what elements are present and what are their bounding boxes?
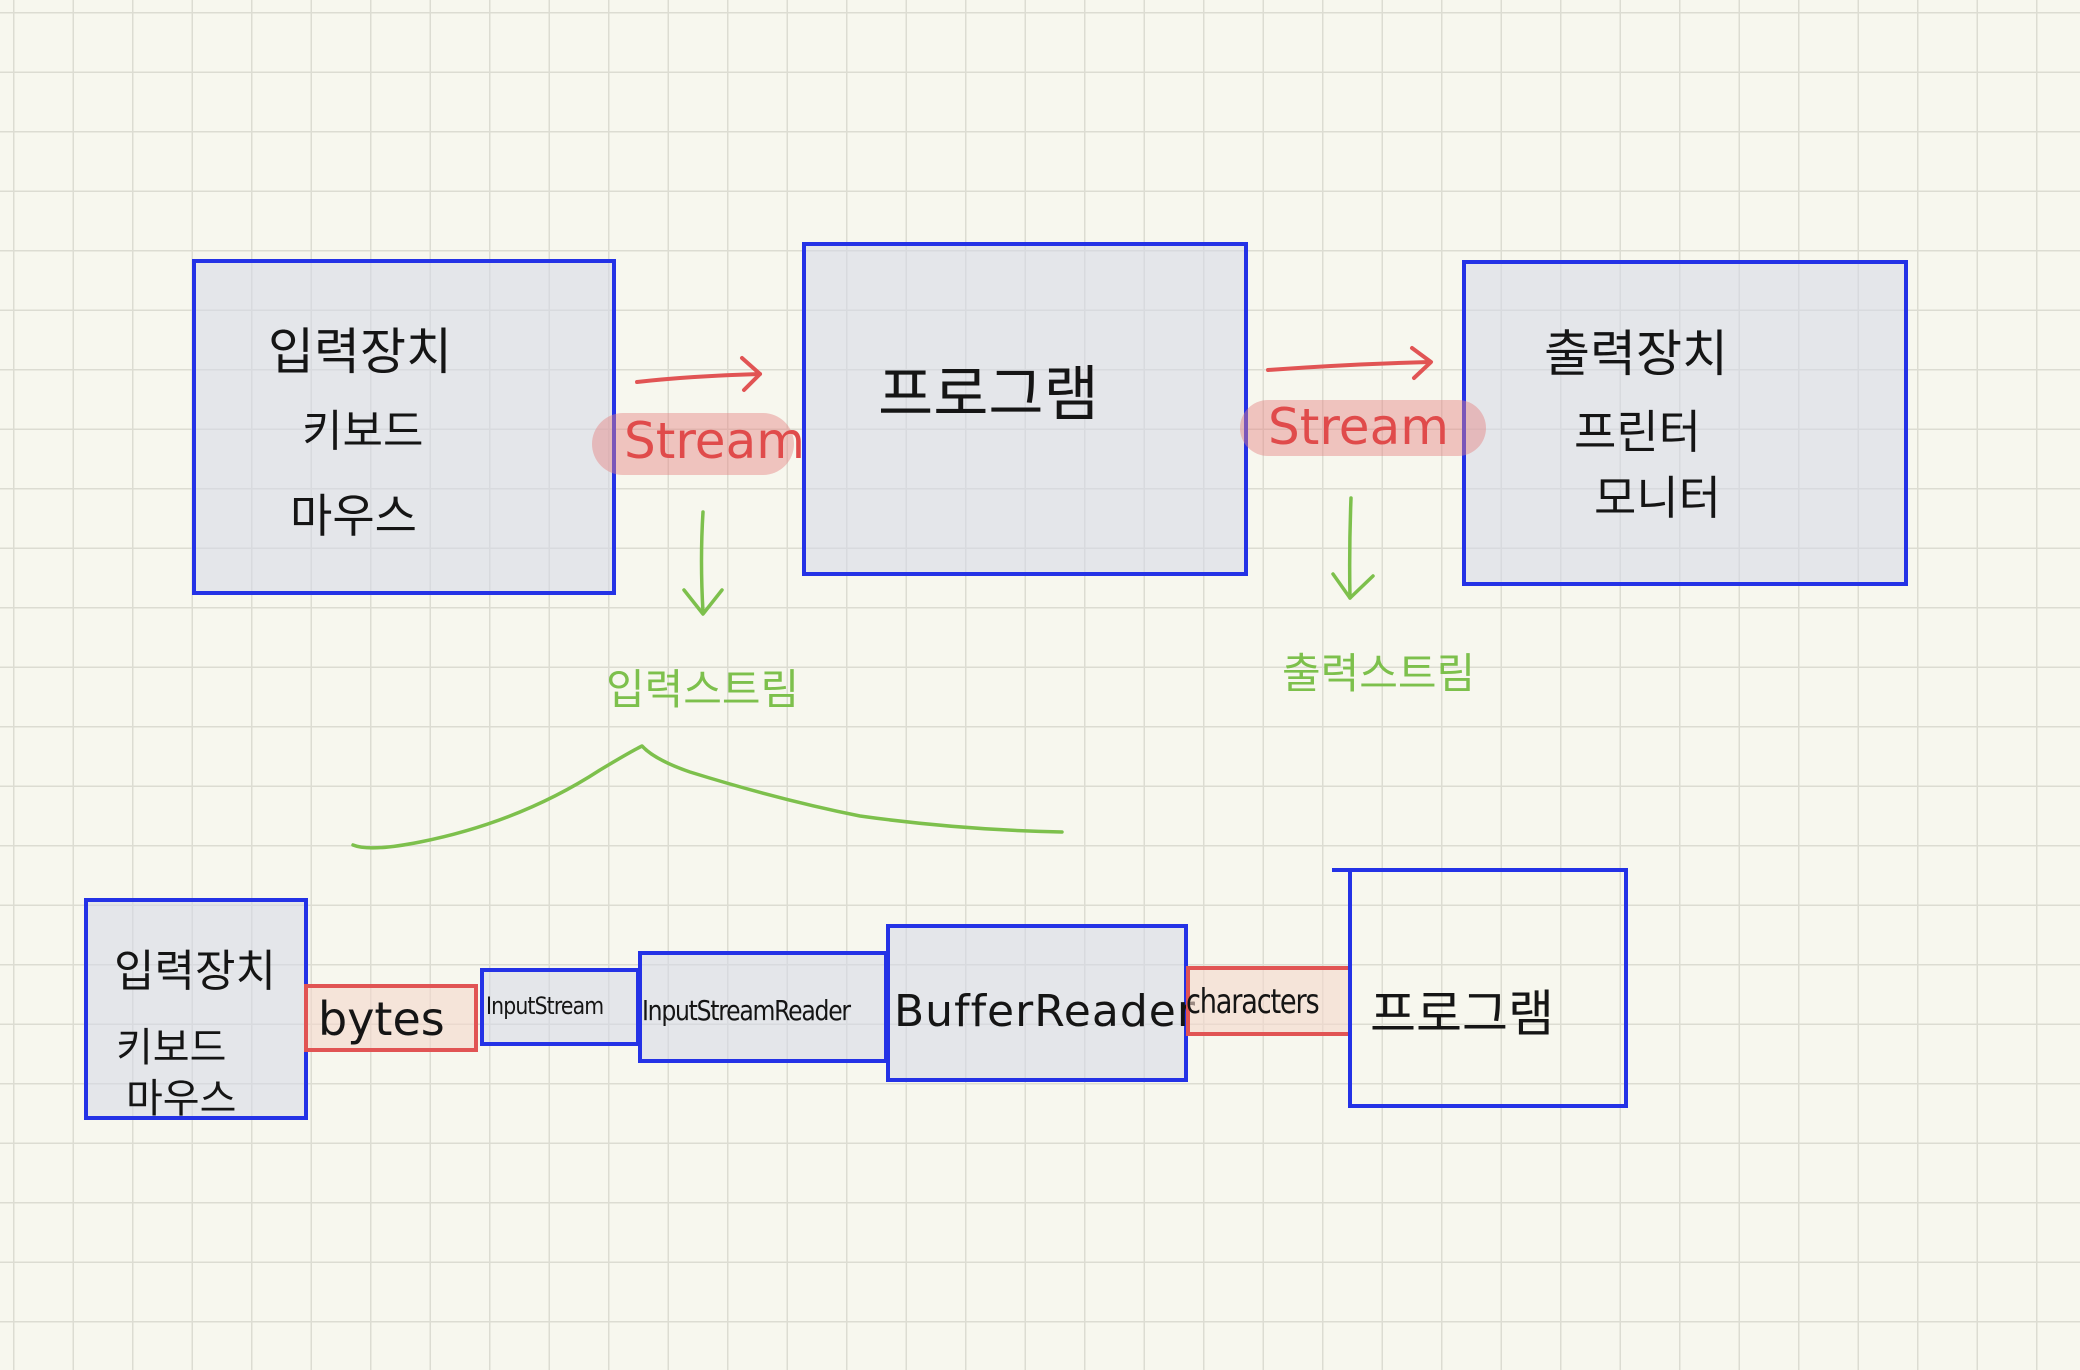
red-arrow-left: [635, 356, 762, 392]
right-stream-highlight: [1240, 400, 1486, 456]
bufferreader-label: BufferReader: [894, 986, 1196, 1037]
bottom-input-device-mouse: 마우스: [126, 1076, 237, 1122]
input-device-title: 입력장치: [268, 323, 452, 381]
bottom-program-label: 프로그램: [1370, 985, 1554, 1043]
bytes-label: bytes: [318, 992, 445, 1046]
program-label: 프로그램: [878, 360, 1099, 430]
inputstreamreader-box: [638, 951, 888, 1063]
bottom-input-device-keyboard: 키보드: [116, 1025, 227, 1071]
green-arrow-right: [1331, 496, 1375, 600]
input-device-box: [192, 259, 616, 595]
inputstream-label: InputStream: [486, 992, 604, 1020]
output-device-monitor: 모니터: [1594, 471, 1721, 525]
input-stream-label: 입력스트림: [606, 665, 800, 714]
characters-box: [1186, 966, 1352, 1036]
input-device-keyboard: 키보드: [302, 406, 424, 457]
bytes-box: [304, 984, 478, 1052]
green-brace: [351, 744, 1064, 850]
bottom-input-device-title: 입력장치: [114, 946, 276, 997]
bottom-program-box-overhang: [1332, 868, 1352, 872]
input-device-mouse: 마우스: [290, 489, 417, 543]
inputstreamreader-label: InputStreamReader: [642, 994, 851, 1027]
left-stream-label: Stream: [624, 412, 805, 470]
green-arrow-left: [682, 510, 724, 616]
bottom-input-device-box: [84, 898, 308, 1120]
left-stream-highlight: [592, 413, 794, 475]
output-device-title: 출력장치: [1544, 325, 1728, 383]
output-device-box: [1462, 260, 1908, 586]
output-device-printer: 프린터: [1574, 405, 1701, 459]
characters-label: characters: [1186, 982, 1320, 1022]
bottom-program-box: [1348, 868, 1628, 1108]
right-stream-label: Stream: [1268, 398, 1449, 456]
inputstream-box: [480, 968, 640, 1046]
output-stream-label: 출력스트림: [1282, 649, 1476, 698]
program-box: [802, 242, 1248, 576]
red-arrow-right: [1266, 346, 1433, 380]
bufferreader-box: [886, 924, 1188, 1082]
